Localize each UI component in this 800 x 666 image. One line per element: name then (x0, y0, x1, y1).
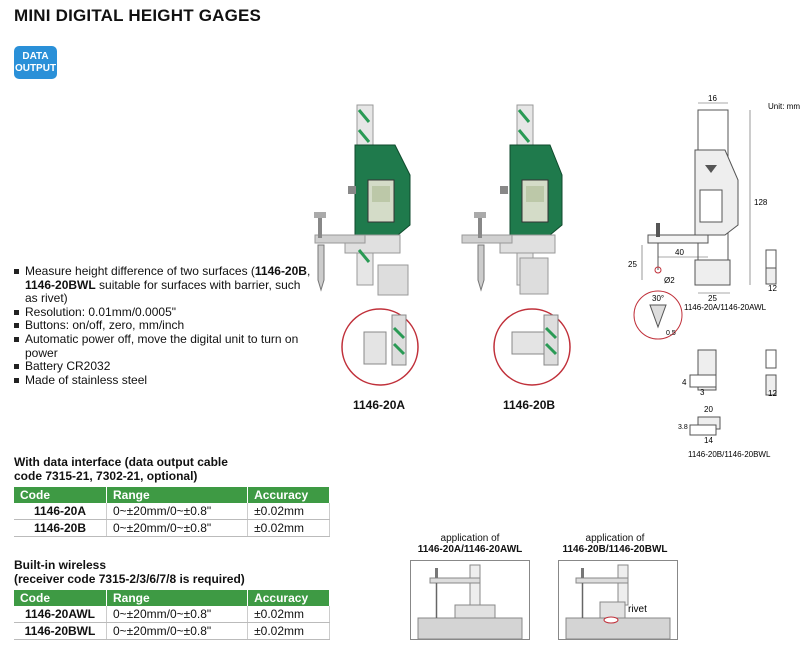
col-accuracy: Accuracy (247, 487, 330, 503)
table2-heading-2: (receiver code 7315-2/3/6/7/8 is require… (14, 572, 245, 586)
application-b-label: application of 1146-20B/1146-20BWL (562, 533, 668, 555)
svg-text:128: 128 (754, 198, 768, 207)
caption-b: 1146-20B/1146-20BWL (688, 450, 771, 459)
feature-item: Battery CR2032 (12, 360, 312, 374)
svg-text:Ø2: Ø2 (664, 276, 675, 285)
gauge-a-image (314, 104, 411, 296)
feature-item: Measure height difference of two surface… (12, 264, 312, 306)
col-accuracy: Accuracy (247, 590, 330, 606)
caption-a: 1146-20A/1146-20AWL (684, 303, 767, 312)
technical-drawing: Unit: mm 16 128 40 25 25 Ø2 30° 0.5 12 1… (628, 95, 800, 459)
table2-heading-1: Built-in wireless (14, 558, 107, 572)
wireless-table: Code Range Accuracy 1146-20AWL 0~±20mm/0… (14, 590, 330, 640)
rivet-label: rivet (628, 604, 647, 615)
application-a-label: application of 1146-20A/1146-20AWL (417, 533, 523, 555)
feature-item: Made of stainless steel (12, 373, 312, 388)
col-range: Range (106, 487, 249, 503)
svg-text:20: 20 (704, 405, 713, 414)
page-title: MINI DIGITAL HEIGHT GAGES (14, 6, 262, 25)
table-row: 1146-20BWL 0~±20mm/0~±0.8" ±0.02mm (14, 622, 330, 640)
svg-text:16: 16 (708, 95, 717, 103)
table1-heading: With data interface (data output cable c… (14, 455, 228, 483)
svg-text:4: 4 (682, 378, 687, 387)
gauge-b-image (461, 104, 563, 295)
application-a-figure (410, 560, 530, 640)
svg-text:3: 3 (700, 388, 705, 397)
col-code: Code (14, 590, 107, 606)
application-b-figure: rivet (558, 560, 678, 640)
svg-text:0.5: 0.5 (666, 330, 676, 337)
svg-text:40: 40 (675, 248, 684, 257)
data-output-badge: DATA OUTPUT (14, 46, 57, 79)
table-row: 1146-20A 0~±20mm/0~±0.8" ±0.02mm (14, 503, 330, 520)
svg-text:12: 12 (768, 389, 777, 398)
feature-item: Resolution: 0.01mm/0.0005" (12, 305, 312, 320)
feature-list: Measure height difference of two surface… (12, 264, 312, 388)
product-illustration (314, 104, 571, 386)
svg-text:14: 14 (704, 436, 713, 445)
svg-text:12: 12 (768, 284, 777, 293)
model-label-b: 1146-20B (503, 398, 556, 412)
feature-item: Buttons: on/off, zero, mm/inch (12, 319, 312, 333)
badge-line2: OUTPUT (14, 62, 57, 74)
svg-text:25: 25 (708, 294, 717, 303)
table-row: 1146-20B 0~±20mm/0~±0.8" ±0.02mm (14, 519, 330, 537)
table-row: 1146-20AWL 0~±20mm/0~±0.8" ±0.02mm (14, 606, 330, 623)
data-interface-table: Code Range Accuracy 1146-20A 0~±20mm/0~±… (14, 487, 330, 537)
feature-item: Automatic power off, move the digital un… (12, 332, 312, 360)
svg-text:30°: 30° (652, 294, 664, 303)
col-range: Range (106, 590, 249, 606)
model-label-a: 1146-20A (353, 398, 406, 412)
svg-text:3.8: 3.8 (678, 424, 688, 431)
svg-text:25: 25 (628, 260, 637, 269)
badge-line1: DATA (22, 50, 49, 62)
unit-label: Unit: mm (768, 102, 800, 111)
col-code: Code (14, 487, 107, 503)
